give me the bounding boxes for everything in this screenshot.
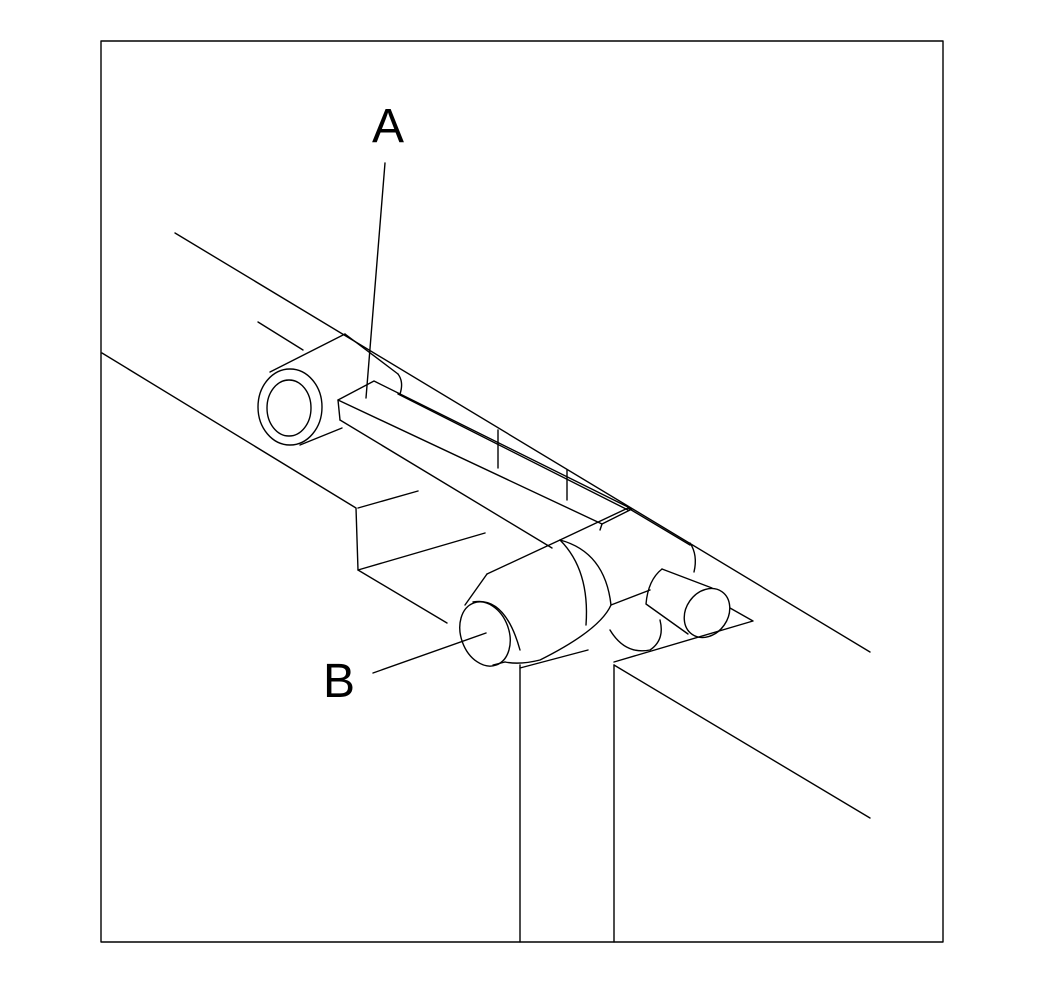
callout-a-leader	[365, 162, 386, 399]
callout-a-label: A	[372, 100, 404, 153]
callout-b-label: B	[323, 655, 355, 708]
diagram-frame	[100, 40, 944, 943]
part-b-fitting	[459, 507, 691, 667]
callout-a: A	[365, 100, 404, 399]
left-pipe-end	[257, 333, 399, 446]
right-cylinder-stub	[609, 568, 731, 652]
part-a-rod	[337, 380, 633, 549]
wall-top-edge	[174, 232, 871, 653]
callout-b-leader	[372, 632, 487, 674]
rail-dividers	[397, 373, 697, 573]
callout-b: B	[323, 632, 487, 708]
support-post	[519, 607, 871, 943]
wall-structure	[101, 321, 486, 624]
